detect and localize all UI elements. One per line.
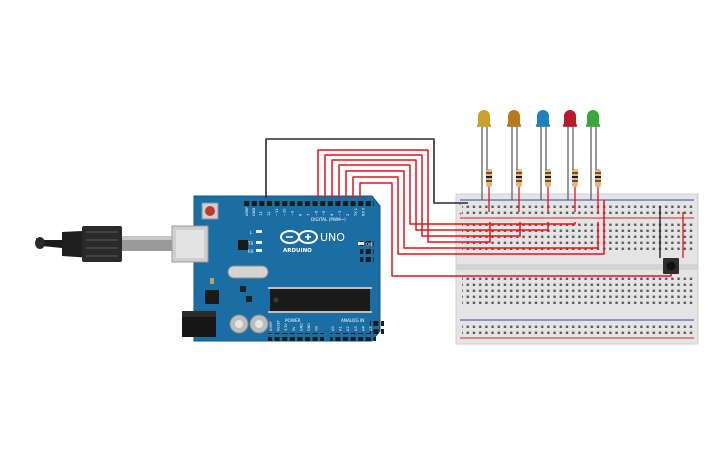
digital-pin-label: ~3: [338, 211, 342, 216]
digital-pin-label: RX 0: [362, 207, 366, 216]
wire-pin-1[interactable]: [317, 149, 491, 243]
arduino-uno-board[interactable]: ARDUINO UNO DIGITAL (PWM~) POWER ANALOG …: [171, 195, 384, 342]
gnd-label: GND: [252, 208, 256, 216]
resistor-5[interactable]: [595, 169, 601, 187]
green-led[interactable]: [586, 110, 600, 200]
on-led: [358, 242, 364, 245]
analog-pin-label: A2: [346, 326, 350, 331]
rx-label: RX: [248, 249, 254, 254]
wire-pin-5[interactable]: [345, 170, 599, 249]
digital-label: DIGITAL (PWM~): [311, 217, 346, 222]
analog-pin-label: A1: [339, 326, 343, 331]
leds: [477, 110, 600, 200]
wire-pin-4[interactable]: [338, 164, 576, 225]
power-header[interactable]: [268, 333, 324, 341]
atmega-chip: [268, 287, 372, 313]
usb-cable[interactable]: [35, 226, 172, 262]
digital-pin-label: ~6: [314, 210, 318, 216]
resistors: [486, 169, 601, 187]
on-label: ON: [366, 242, 372, 247]
power-pin-label: IOREF: [269, 321, 273, 331]
red-led[interactable]: [563, 110, 577, 200]
rail-plus-sign: +: [459, 212, 463, 218]
usb-chip: [238, 240, 248, 250]
power-label: POWER: [285, 318, 301, 323]
power-pin-label: Vin: [315, 326, 319, 331]
push-button[interactable]: [663, 258, 679, 274]
analog-pin-label: A4: [361, 326, 365, 331]
digital-pin-label: TX 1: [354, 208, 358, 217]
orange-led[interactable]: [507, 110, 521, 200]
rail-minus-sign: -: [459, 202, 461, 208]
resistor-4[interactable]: [572, 169, 578, 187]
l-led: [256, 230, 262, 233]
analog-pin-label: A3: [354, 326, 358, 331]
wires: [265, 138, 684, 277]
wire-pin-2[interactable]: [324, 154, 521, 237]
digital-pin-label: 12: [267, 211, 271, 216]
analog-pin-label: A0: [331, 326, 335, 331]
digital-pin-label: 4: [330, 213, 334, 216]
wire-pin-3[interactable]: [331, 159, 549, 231]
brand-label: ARDUINO: [283, 248, 312, 254]
tx-label: TX: [247, 241, 253, 246]
resistor-2[interactable]: [516, 169, 522, 187]
power-pin-label: 5V: [292, 326, 296, 331]
digital-pin-label: 7: [306, 214, 310, 216]
power-pin-label: GND: [299, 323, 303, 331]
blue-led[interactable]: [536, 110, 550, 200]
power-pin-label: RESET: [277, 319, 281, 331]
rx-led: [256, 249, 262, 252]
aref-label: AREF: [245, 207, 249, 216]
digital-pin-label: ~10: [283, 208, 287, 216]
resistor-3[interactable]: [545, 169, 551, 187]
analog-label: ANALOG IN: [341, 318, 364, 323]
power-pin-label: 3.3V: [284, 323, 288, 331]
center-channel: [456, 264, 698, 270]
model-label: UNO: [320, 231, 345, 244]
resistor-1[interactable]: [486, 169, 492, 187]
wire-pin-6[interactable]: [352, 176, 605, 255]
digital-pin-label: ~11: [275, 208, 279, 216]
reset-button[interactable]: [201, 202, 219, 220]
wire-pin-7[interactable]: [359, 182, 672, 277]
tx-led: [256, 241, 262, 244]
analog-header[interactable]: [330, 333, 376, 341]
digital-pin-label: ~9: [291, 210, 295, 216]
power-pin-label: GND: [307, 323, 311, 331]
arduino-logo: [280, 230, 318, 244]
digital-header[interactable]: [244, 198, 374, 207]
breadboard[interactable]: + -: [455, 193, 699, 345]
digital-pin-label: 2: [346, 214, 350, 216]
crystal-oscillator: [227, 265, 269, 279]
l-led-label: L: [250, 230, 253, 235]
digital-pin-label: ~5: [322, 211, 326, 216]
wire-gnd[interactable]: [265, 138, 468, 204]
yellow-led[interactable]: [477, 110, 491, 200]
analog-pin-label: A5: [369, 326, 373, 331]
digital-pin-label: 8: [299, 213, 303, 216]
digital-pin-label: 13: [259, 211, 263, 216]
